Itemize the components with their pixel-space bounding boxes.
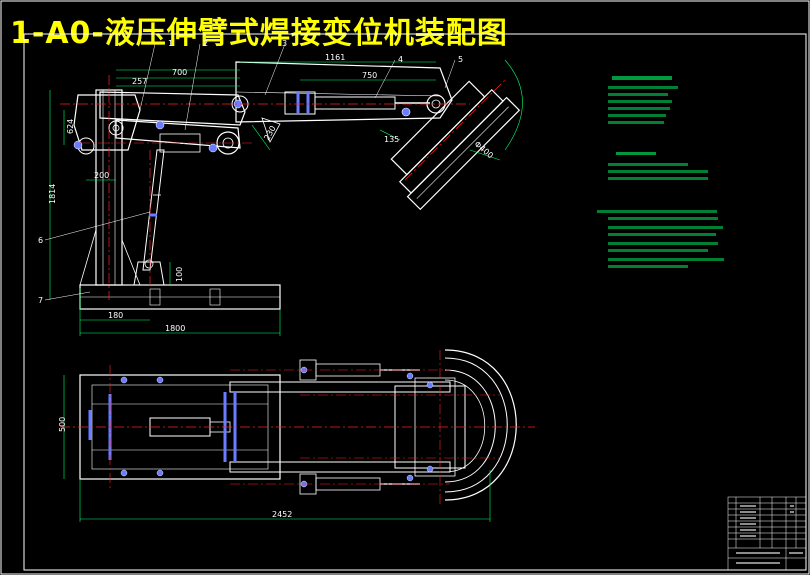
dim-257: 257	[132, 77, 147, 86]
part-label-7: 7	[38, 296, 43, 305]
dim-200: 200	[94, 171, 109, 180]
technical-notes	[597, 76, 724, 268]
plan-view: 500 2452	[58, 349, 535, 522]
dimension-lines	[49, 59, 523, 336]
dim-624: 624	[66, 119, 75, 134]
dim-100: 100	[175, 267, 184, 282]
part-label-3: 3	[282, 39, 287, 48]
dim-1814: 1814	[48, 184, 57, 204]
dim-180: 180	[108, 311, 123, 320]
arm-cylinder	[284, 91, 430, 117]
tilt-cylinder	[133, 149, 165, 286]
dim-2452: 2452	[272, 510, 292, 519]
leader-lines	[44, 43, 456, 301]
part-label-1: 1	[168, 39, 173, 48]
part-label-6: 6	[38, 236, 43, 245]
dim-750: 750	[362, 71, 377, 80]
plan-dimension-lines	[63, 375, 491, 522]
rotary-table	[390, 80, 521, 211]
title-block	[727, 496, 807, 571]
dim-500: 500	[58, 417, 67, 432]
part-label-group: 1 2 3 4 5 6 7	[38, 39, 463, 305]
title-block-fill	[736, 505, 803, 564]
dim-135: 135	[384, 135, 399, 144]
part-label-4: 4	[398, 55, 403, 64]
dim-1800: 1800	[165, 324, 185, 333]
inner-border	[23, 33, 807, 571]
part-label-2: 2	[203, 39, 208, 48]
elevation-view: 1 2 3 4 5 6 7 700 257 1161 750 624 200 1…	[38, 39, 523, 336]
dim-phi: Φ400	[473, 139, 495, 160]
dim-700: 700	[172, 68, 187, 77]
dim-1161: 1161	[325, 53, 345, 62]
part-label-5: 5	[458, 55, 463, 64]
